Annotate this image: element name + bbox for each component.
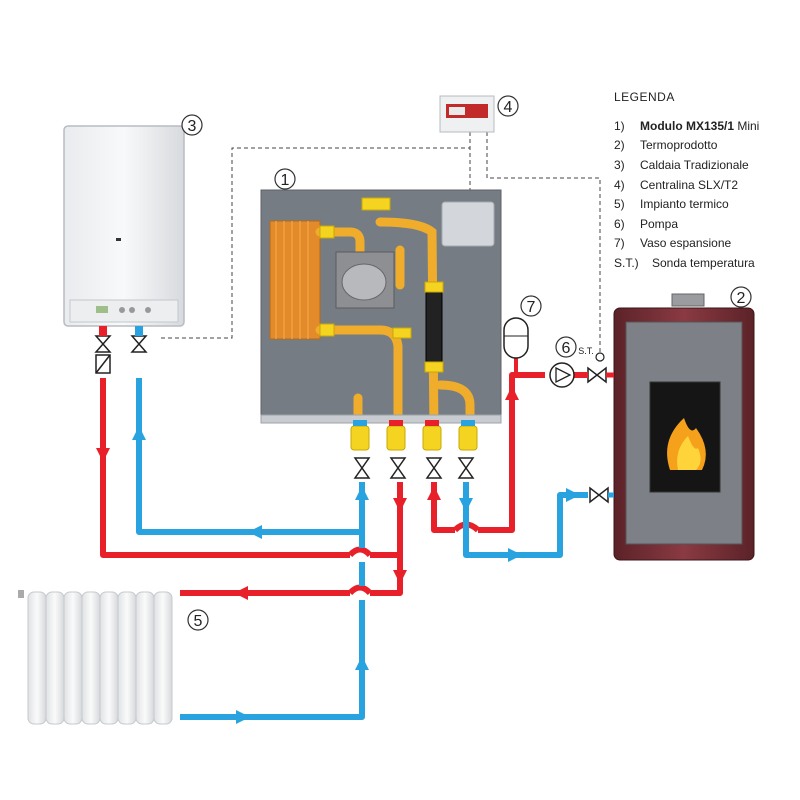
legend-item-number: 2) (614, 138, 625, 153)
marker-5-circle (187, 609, 209, 631)
legend-item: 3) Caldaia Tradizionale (614, 155, 796, 175)
marker-6-circle (555, 336, 577, 358)
legend-item: 7) Vaso espansione (614, 234, 796, 254)
marker-2-circle (730, 286, 752, 308)
controller-unit (439, 95, 495, 133)
pellet-stove (613, 293, 755, 561)
legend-item: 6) Pompa (614, 214, 796, 234)
cold-flow-arrows (132, 426, 580, 724)
legend-item-text: Termoprodotto (640, 138, 718, 153)
legend-item-text: Mini (734, 118, 760, 133)
legend-item-text: Impianto termico (640, 197, 729, 212)
marker-5: 5 (194, 613, 203, 630)
control-wiring (160, 132, 601, 352)
module-mx135-panel (260, 189, 502, 451)
legend-item-text: Centralina SLX/T2 (640, 177, 739, 192)
legend-item: 1) Modulo MX135/1 Mini (614, 116, 796, 136)
sensor-label: S.T. (578, 346, 594, 356)
hot-water-pipes (100, 372, 545, 596)
traditional-boiler (63, 125, 185, 327)
marker-4: 4 (504, 99, 513, 116)
legend-item-text: Vaso espansione (640, 236, 732, 251)
legend-item-bold-text: Modulo MX135/1 (640, 118, 735, 133)
marker-2: 2 (737, 290, 746, 307)
legend-title: LEGENDA (614, 90, 675, 104)
marker-7-circle (520, 295, 542, 317)
legend-item: S.T.) Sonda temperatura (614, 253, 796, 273)
marker-1-circle (274, 168, 296, 190)
legend-item: 2) Termoprodotto (614, 136, 796, 156)
legend-item-number: 1) (614, 118, 625, 133)
legend-item-number: 5) (614, 197, 625, 212)
hot-flow-arrows (96, 386, 519, 600)
legend-list: 1) Modulo MX135/1 Mini 2) Termoprodotto 3) Ca… (614, 116, 796, 273)
legend: LEGENDA 1) Modulo MX135/1 Mini 2) Termoprod… (614, 90, 796, 273)
pump-symbol (555, 366, 572, 384)
legend-item-number: 3) (614, 157, 625, 172)
legend-item: 5) Impianto termico (614, 194, 796, 214)
expansion-vessel (503, 317, 529, 372)
marker-4-circle (497, 95, 519, 117)
legend-item-number: 4) (614, 177, 625, 192)
radiator (18, 590, 173, 725)
legend-item-text: Caldaia Tradizionale (640, 157, 749, 172)
legend-item: 4) Centralina SLX/T2 (614, 175, 796, 195)
legend-item-number: 6) (614, 216, 625, 231)
legend-item-number: S.T.) (614, 255, 639, 270)
marker-3-circle (181, 114, 203, 136)
marker-7: 7 (527, 299, 536, 316)
valves (94, 335, 609, 504)
legend-item-number: 7) (614, 236, 625, 251)
temperature-sensor (595, 352, 605, 362)
marker-1: 1 (281, 172, 290, 189)
marker-3: 3 (188, 118, 197, 135)
legend-item-text: Sonda temperatura (652, 255, 755, 270)
legend-item-text: Pompa (640, 216, 679, 231)
marker-6: 6 (562, 340, 571, 357)
